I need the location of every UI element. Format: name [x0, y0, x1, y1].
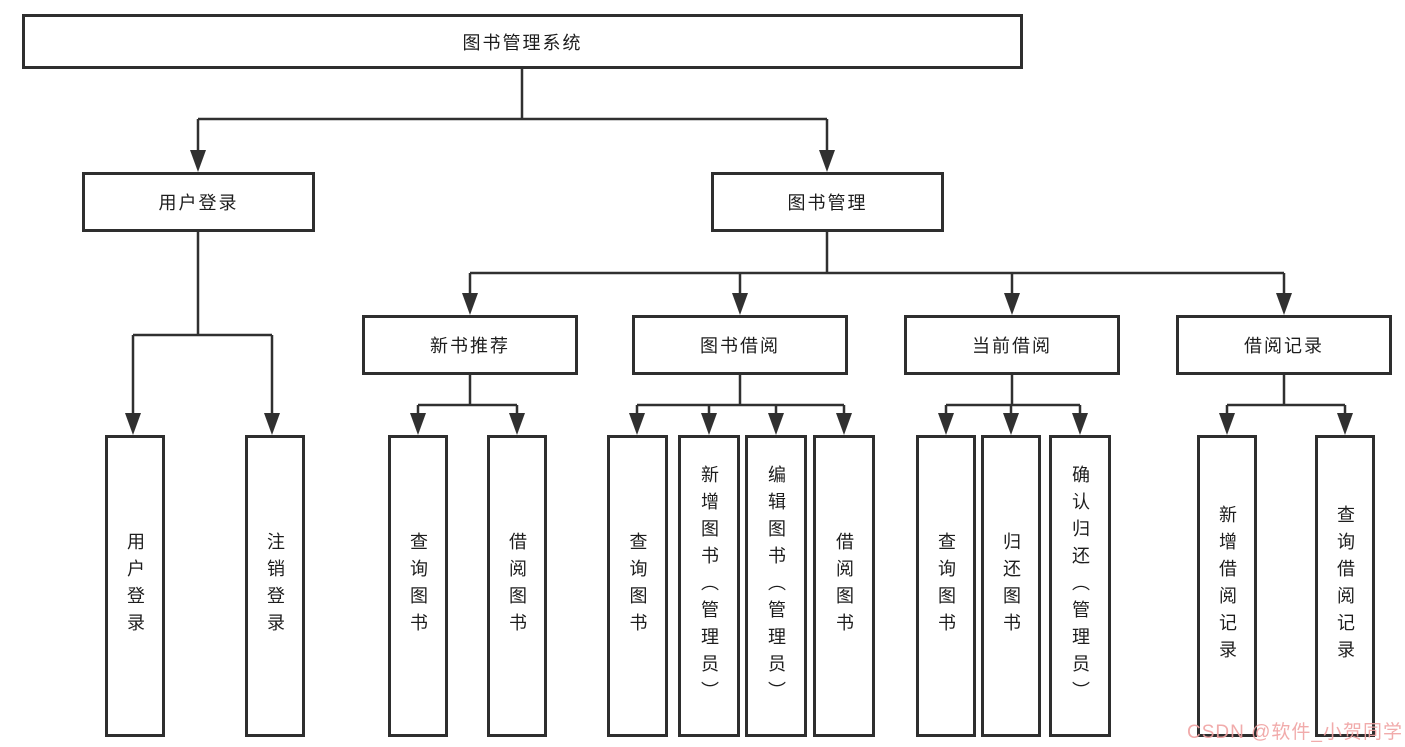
node-label: 用户登录: [125, 532, 145, 640]
leaf-query-books-borrowing: 查询图书: [607, 435, 668, 737]
node-book-borrowing: 图书借阅: [632, 315, 848, 375]
leaf-add-borrowing-record: 新增借阅记录: [1197, 435, 1257, 737]
node-label: 编辑图书（管理员）: [766, 464, 786, 708]
csdn-watermark: CSDN @软件_小贺同学: [1187, 722, 1403, 743]
node-label: 归还图书: [1001, 532, 1021, 640]
node-label: 借阅图书: [834, 532, 854, 640]
leaf-borrow-books: 借阅图书: [813, 435, 875, 737]
node-label: 图书管理系统: [462, 32, 583, 53]
node-label: 图书管理: [787, 193, 868, 213]
node-label: 用户登录: [158, 193, 239, 213]
node-label: 借阅图书: [507, 532, 527, 640]
node-label: 图书借阅: [700, 336, 780, 356]
node-label: 查询借阅记录: [1335, 505, 1355, 667]
leaf-borrow-books-recommend: 借阅图书: [487, 435, 547, 737]
node-new-book-recommendation: 新书推荐: [362, 315, 578, 375]
node-label: 当前借阅: [972, 336, 1052, 356]
node-label: 新增借阅记录: [1217, 505, 1237, 667]
leaf-confirm-return-admin: 确认归还（管理员）: [1049, 435, 1111, 737]
leaf-user-login: 用户登录: [105, 435, 165, 737]
node-label: 查询图书: [408, 532, 428, 640]
node-book-management-branch: 图书管理: [711, 172, 944, 232]
node-label: 新增图书（管理员）: [699, 464, 719, 708]
node-current-borrowing: 当前借阅: [904, 315, 1120, 375]
node-user-login-branch: 用户登录: [82, 172, 315, 232]
node-label: 确认归还（管理员）: [1070, 464, 1090, 708]
leaf-return-books: 归还图书: [981, 435, 1041, 737]
leaf-query-books-current: 查询图书: [916, 435, 976, 737]
node-borrowing-records: 借阅记录: [1176, 315, 1392, 375]
node-label: 查询图书: [627, 532, 648, 640]
leaf-query-books-recommend: 查询图书: [388, 435, 448, 737]
node-label: 新书推荐: [430, 336, 510, 356]
node-label: 注销登录: [265, 532, 285, 640]
leaf-query-borrowing-record: 查询借阅记录: [1315, 435, 1375, 737]
node-label: 借阅记录: [1244, 336, 1324, 356]
leaf-add-books-admin: 新增图书（管理员）: [678, 435, 740, 737]
leaf-logout: 注销登录: [245, 435, 305, 737]
node-label: 查询图书: [936, 532, 956, 640]
node-library-management-system: 图书管理系统: [22, 14, 1023, 69]
leaf-edit-books-admin: 编辑图书（管理员）: [745, 435, 807, 737]
